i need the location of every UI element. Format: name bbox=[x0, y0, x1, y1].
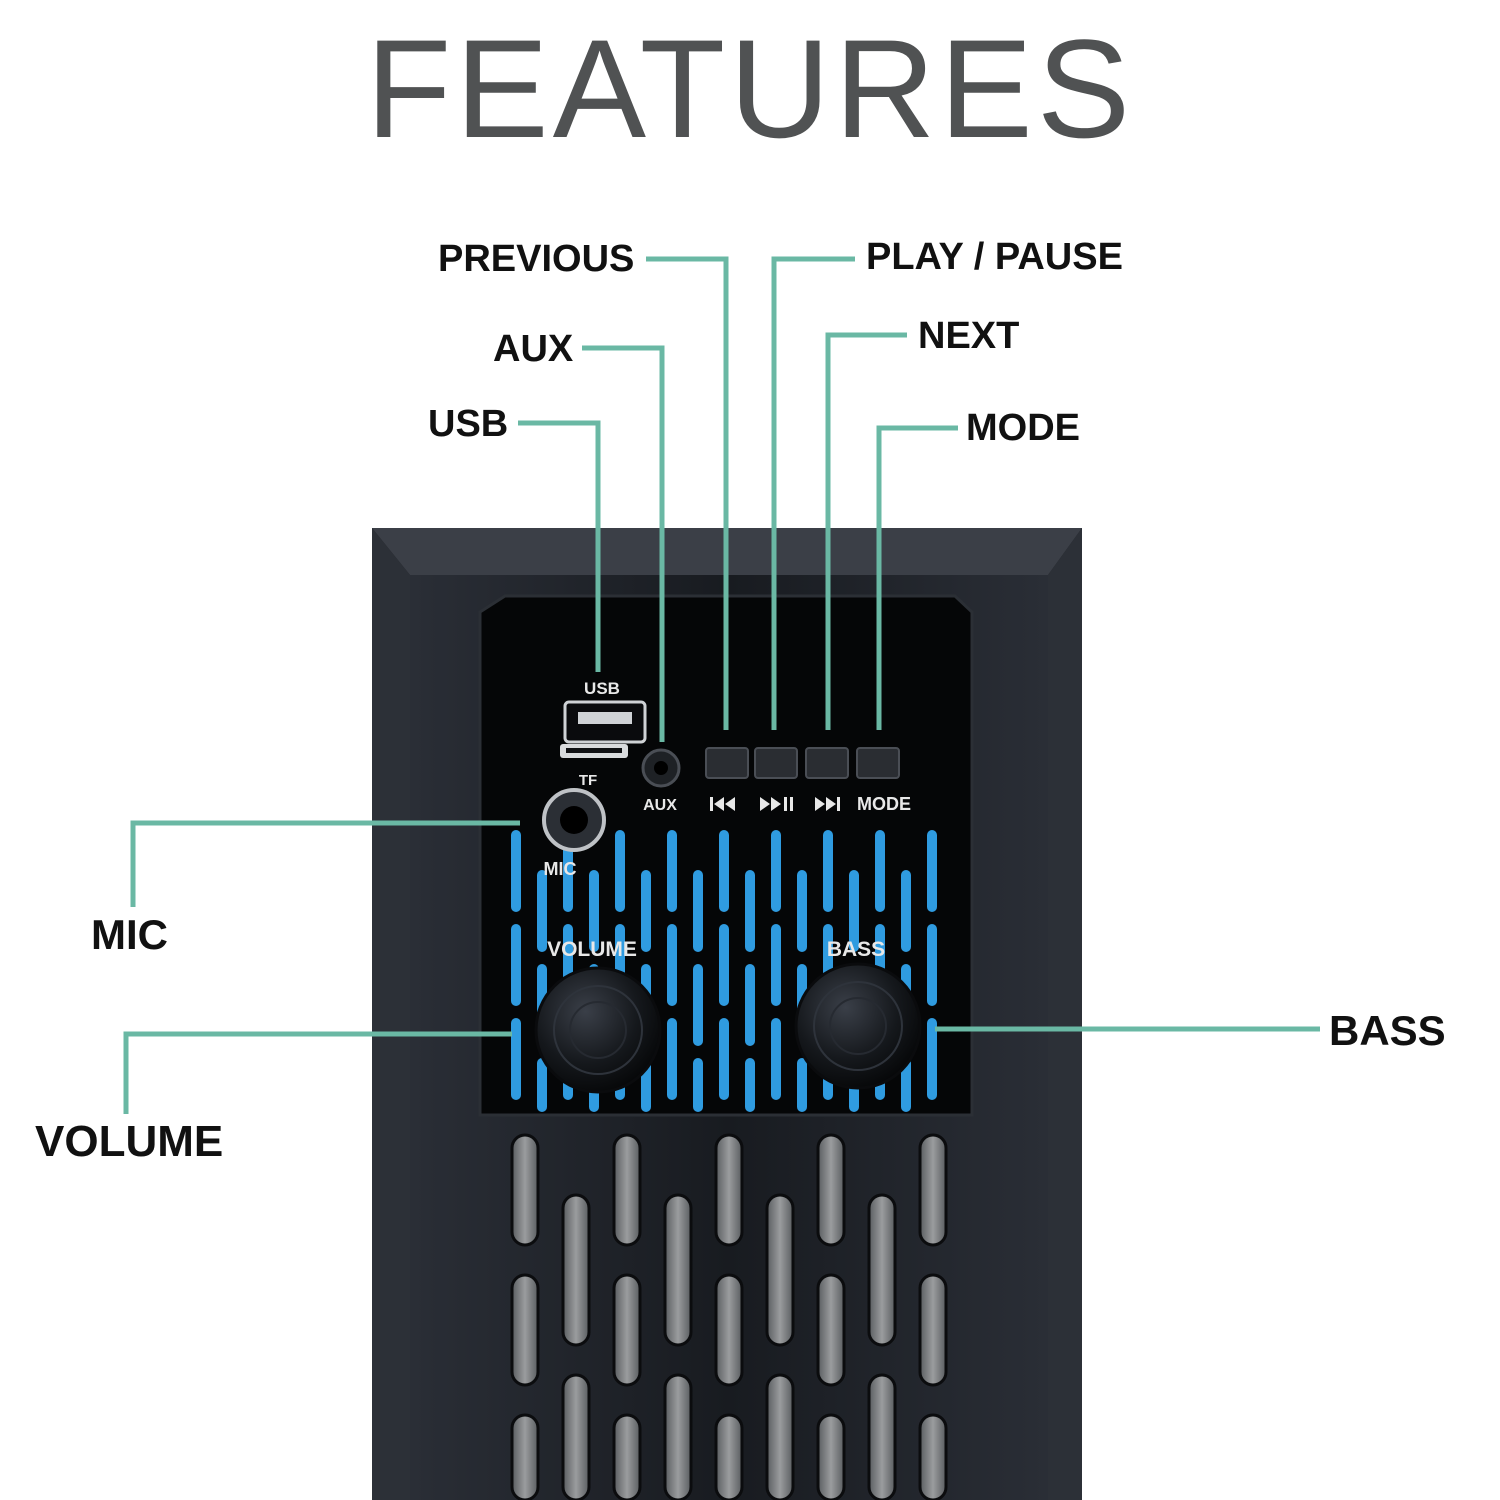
led-bar bbox=[693, 964, 703, 1046]
grille-slot bbox=[867, 1373, 897, 1500]
mic-jack[interactable] bbox=[542, 788, 606, 852]
panel-label-bass: BASS bbox=[827, 938, 885, 961]
led-bar bbox=[667, 830, 677, 912]
callout-play-pause: PLAY / PAUSE bbox=[866, 236, 1123, 278]
led-bar bbox=[745, 1058, 755, 1112]
next-button[interactable] bbox=[805, 747, 849, 779]
callout-mic: MIC bbox=[91, 911, 168, 958]
grille-slot bbox=[612, 1273, 642, 1387]
grille-slot bbox=[663, 1193, 693, 1347]
grille-slot bbox=[816, 1133, 846, 1247]
led-bar bbox=[693, 1058, 703, 1112]
play-pause-button[interactable] bbox=[754, 747, 798, 779]
led-bar bbox=[901, 870, 911, 952]
led-bar bbox=[615, 830, 625, 912]
callout-previous: PREVIOUS bbox=[438, 238, 635, 280]
grille-slot bbox=[663, 1373, 693, 1500]
volume-knob[interactable] bbox=[534, 966, 662, 1094]
panel-label-usb: USB bbox=[584, 679, 620, 698]
panel-label-aux: AUX bbox=[643, 797, 677, 814]
tf-card-slot[interactable] bbox=[560, 744, 628, 758]
led-bar bbox=[849, 870, 859, 952]
grille-slot bbox=[510, 1413, 540, 1500]
led-bar bbox=[667, 1018, 677, 1100]
grille-slot bbox=[714, 1133, 744, 1247]
grille-slot bbox=[714, 1413, 744, 1500]
panel-label-mic: MIC bbox=[544, 859, 577, 879]
led-bar bbox=[771, 830, 781, 912]
led-bar bbox=[693, 870, 703, 952]
led-bar bbox=[901, 1058, 911, 1112]
grille-slot bbox=[765, 1193, 795, 1347]
led-bar bbox=[771, 1018, 781, 1100]
led-bar bbox=[927, 1018, 937, 1100]
speaker-grille bbox=[510, 1133, 948, 1500]
led-bar bbox=[719, 1018, 729, 1100]
led-bar bbox=[511, 1018, 521, 1100]
led-bar bbox=[927, 830, 937, 912]
previous-button[interactable] bbox=[705, 747, 749, 779]
grille-slot bbox=[561, 1193, 591, 1347]
callout-next: NEXT bbox=[918, 315, 1020, 357]
led-bar bbox=[589, 870, 599, 952]
grille-slot bbox=[510, 1133, 540, 1247]
led-bar bbox=[511, 924, 521, 1006]
led-bar bbox=[927, 924, 937, 1006]
bass-knob[interactable] bbox=[794, 962, 922, 1090]
usb-port[interactable] bbox=[563, 700, 647, 744]
mode-leader-line bbox=[876, 425, 958, 730]
previous-leader-line bbox=[646, 256, 729, 730]
callout-volume: VOLUME bbox=[35, 1117, 224, 1166]
callout-mode: MODE bbox=[966, 407, 1080, 449]
aux-jack[interactable] bbox=[641, 748, 681, 788]
next-leader-line bbox=[825, 332, 907, 730]
next-icon bbox=[815, 797, 840, 811]
mode-button[interactable] bbox=[856, 747, 900, 779]
led-bar bbox=[667, 924, 677, 1006]
led-bar bbox=[537, 1058, 547, 1112]
led-bar bbox=[511, 830, 521, 912]
led-bar bbox=[719, 830, 729, 912]
play-pause-leader-line bbox=[771, 256, 855, 730]
play-pause-icon bbox=[760, 797, 793, 811]
grille-slot bbox=[612, 1413, 642, 1500]
grille-slot bbox=[867, 1193, 897, 1347]
previous-icon bbox=[710, 797, 735, 811]
panel-label-volume: VOLUME bbox=[547, 938, 637, 961]
volume-leader-line bbox=[123, 1031, 512, 1114]
page-title: FEATURES bbox=[365, 10, 1135, 167]
grille-slot bbox=[510, 1273, 540, 1387]
callout-usb: USB bbox=[428, 403, 509, 445]
led-bar bbox=[875, 830, 885, 912]
usb-leader-line bbox=[518, 420, 601, 672]
leader-lines bbox=[123, 256, 1320, 1114]
grille-slot bbox=[918, 1273, 948, 1387]
grille-slot bbox=[612, 1133, 642, 1247]
led-bar bbox=[719, 924, 729, 1006]
grille-slot bbox=[561, 1373, 591, 1500]
grille-slot bbox=[714, 1273, 744, 1387]
grille-slot bbox=[816, 1273, 846, 1387]
panel-label-mode: MODE bbox=[857, 794, 911, 814]
led-bar bbox=[797, 870, 807, 952]
led-bar bbox=[537, 870, 547, 952]
led-bar bbox=[745, 870, 755, 952]
callout-aux: AUX bbox=[493, 328, 574, 370]
led-bar bbox=[797, 1058, 807, 1112]
led-bar bbox=[771, 924, 781, 1006]
led-bar bbox=[641, 870, 651, 952]
led-bar bbox=[745, 964, 755, 1046]
mic-leader-line bbox=[130, 820, 520, 907]
led-bar bbox=[823, 830, 833, 912]
panel-label-tf: TF bbox=[579, 772, 597, 789]
callout-bass: BASS bbox=[1329, 1007, 1446, 1054]
grille-slot bbox=[816, 1413, 846, 1500]
grille-slot bbox=[765, 1373, 795, 1500]
grille-slot bbox=[918, 1413, 948, 1500]
grille-slot bbox=[918, 1133, 948, 1247]
aux-leader-line bbox=[582, 345, 665, 742]
